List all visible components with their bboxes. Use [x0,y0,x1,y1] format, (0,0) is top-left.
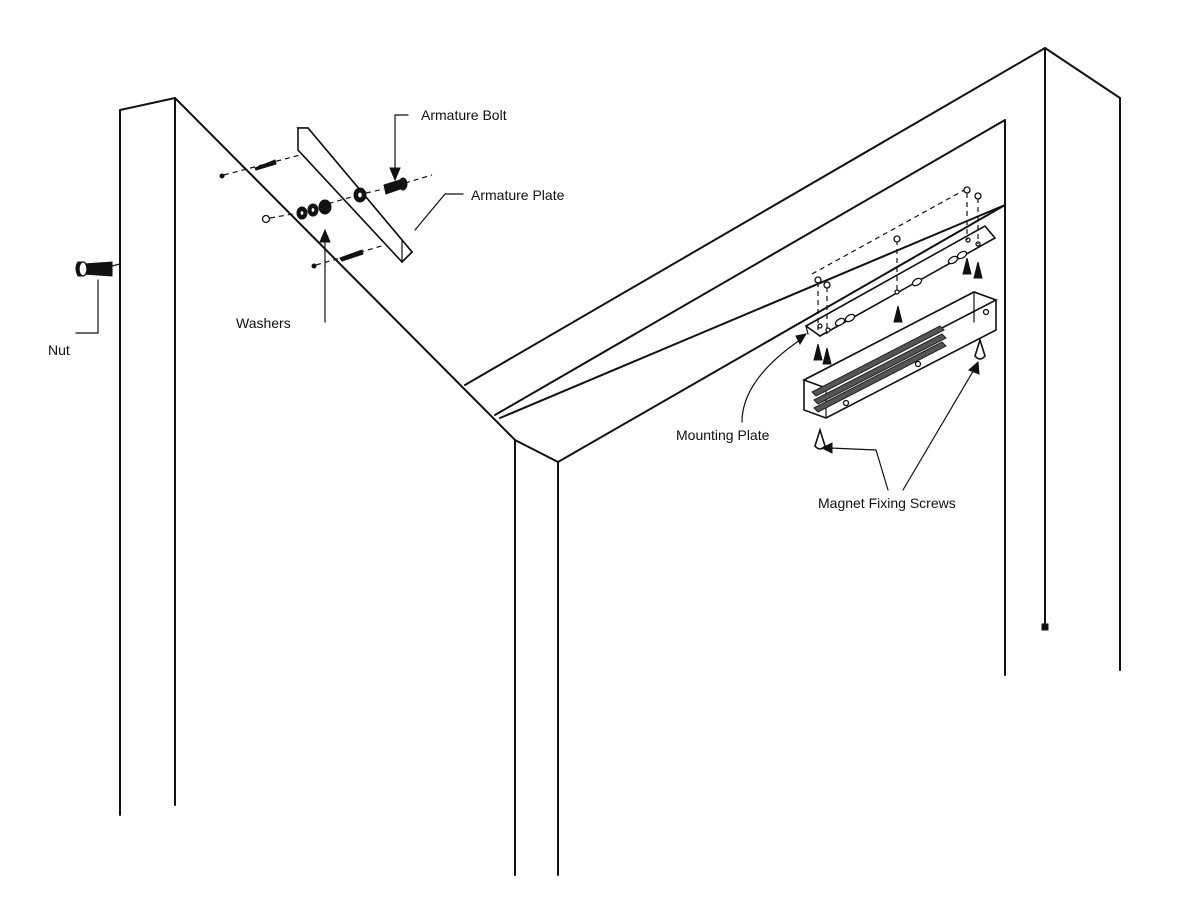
label-armature-bolt: Armature Bolt [421,107,507,123]
label-washers: Washers [236,315,291,331]
door [119,97,516,876]
label-magnet-fixing-screws: Magnet Fixing Screws [818,495,956,511]
armature-fixings [219,154,433,269]
nut-icon [75,261,121,334]
label-mounting-plate: Mounting Plate [676,427,770,443]
door-frame [464,47,1121,876]
label-nut: Nut [48,342,70,358]
leader-lines [319,114,980,491]
armature-bolt-icon [383,177,408,195]
magnet-body-icon [802,291,998,419]
mounting-plate-icon [804,186,997,365]
washers-icon [296,187,367,220]
label-armature-plate: Armature Plate [471,187,565,203]
